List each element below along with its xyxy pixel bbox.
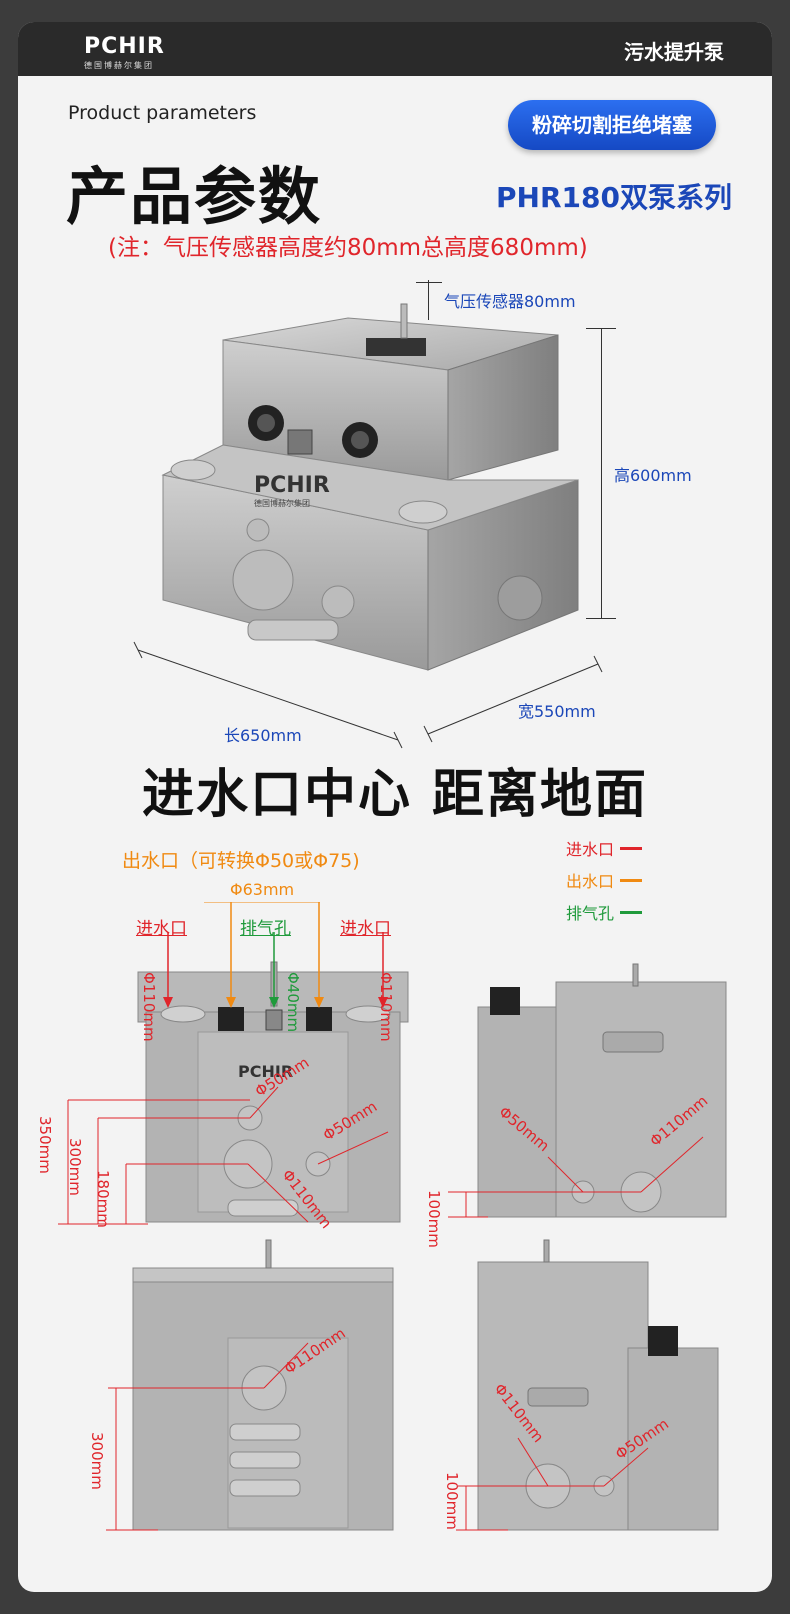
inlet-left-label: 进水口 (136, 919, 187, 939)
base-dim-lines (133, 641, 603, 749)
vent-dia: Φ40mm (284, 972, 302, 1033)
legend-outlet: 出水口 (566, 864, 643, 896)
section-subtitle-en: Product parameters (68, 102, 257, 124)
height-label: 高600mm (614, 466, 692, 485)
front-h350: 350mm (36, 1116, 54, 1174)
section-title: 产品参数 (66, 160, 323, 233)
height-note: (注：气压传感器高度约80mm总高度680mm) (108, 235, 588, 261)
pump-brand-plate: PCHIR (254, 473, 330, 498)
pump-brand-plate-sub: 德国博赫尔集团 (254, 498, 310, 508)
legend-inlet: 进水口 (566, 832, 643, 864)
length-label: 长650mm (224, 726, 302, 745)
sensor-dim-line (428, 280, 429, 320)
inlet-left-dia: Φ110mm (140, 972, 158, 1042)
inlet-right-label: 进水口 (340, 919, 391, 939)
front-brand: PCHIR (238, 1062, 293, 1081)
product-name: 污水提升泵 (624, 40, 724, 64)
front-view-diagram: PCHIR (58, 902, 409, 1225)
inlet-right-dia: Φ110mm (377, 972, 395, 1042)
front-h180: 180mm (94, 1170, 112, 1228)
inlet-height-title: 进水口中心 距离地面 (141, 765, 649, 825)
top-bar: PCHIR 德国博赫尔集团 污水提升泵 (18, 22, 772, 76)
sensor-height-label: 气压传感器80mm (444, 292, 576, 311)
side-h100: 100mm (425, 1190, 443, 1248)
height-dim-bottom-tick (586, 618, 616, 619)
brand-logo: PCHIR (84, 34, 165, 59)
back-h300: 300mm (88, 1432, 106, 1490)
brand-logo-subtitle: 德国博赫尔集团 (84, 61, 154, 70)
height-dim-top-tick (586, 328, 616, 329)
side-view-2-diagram (456, 1239, 719, 1531)
port-legend: 进水口 出水口 排气孔 (566, 832, 643, 928)
front-h300: 300mm (66, 1138, 84, 1196)
width-label: 宽550mm (518, 702, 596, 721)
back-view-diagram (106, 1239, 394, 1531)
legend-vent: 排气孔 (566, 896, 643, 928)
series-label: PHR180双泵系列 (496, 181, 732, 214)
feature-badge: 粉碎切割拒绝堵塞 (508, 100, 716, 150)
side-view-diagram (448, 963, 727, 1218)
sensor-dim-tick (416, 282, 442, 283)
product-card: PCHIR 德国博赫尔集团 污水提升泵 Product parameters 产… (18, 22, 772, 1592)
pump-3d-illustration: PCHIR 德国博赫尔集团 (161, 303, 579, 671)
vent-label: 排气孔 (240, 919, 291, 939)
side2-h100: 100mm (443, 1472, 461, 1530)
outlet-dia-label: Φ63mm (230, 880, 295, 899)
outlet-label: 出水口（可转换Φ50或Φ75) (122, 850, 360, 872)
height-dim-line (601, 328, 602, 618)
